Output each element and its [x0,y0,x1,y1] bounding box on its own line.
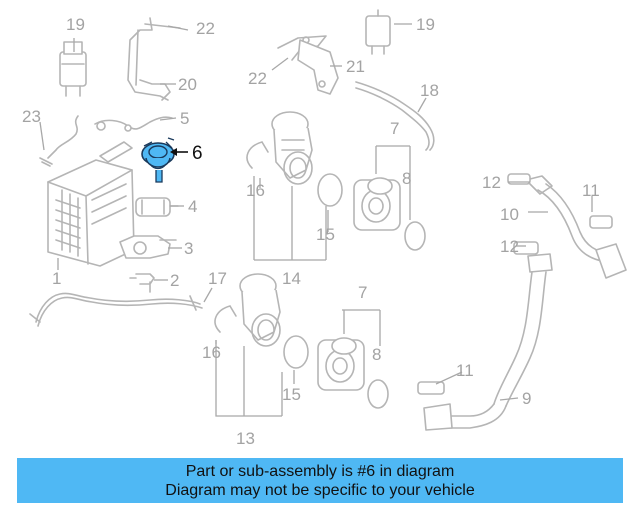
callout-11-lower: 11 [456,361,474,380]
part-23-sensor [39,115,79,167]
callout-23: 23 [22,107,41,126]
part-21-bracket [297,39,339,95]
callout-14: 14 [282,269,301,288]
part-1-canister [47,141,135,267]
part-16-upper [246,141,269,169]
callout-16-lower: 16 [202,343,221,362]
part-5-hose [94,116,173,132]
part-4-valve [135,197,179,217]
part-18-pipe [355,81,435,151]
callout-5: 5 [180,109,189,128]
callout-12-upper: 12 [482,173,501,192]
callout-1: 1 [52,269,61,288]
leader-lines [39,23,593,417]
callout-labels: 19 22 20 5 23 6 4 3 2 1 17 22 21 19 18 1… [22,15,600,448]
part-8-upper [404,221,426,251]
callout-6: 6 [192,143,203,164]
callout-9: 9 [522,389,531,408]
callout-16-upper: 16 [246,181,265,200]
callout-7-upper: 7 [390,119,399,138]
part-17-hose [29,292,203,327]
part-14-lower [239,273,281,347]
callout-22-middle: 22 [248,69,267,88]
callout-12-lower: 12 [500,237,519,256]
part-6-arrow [170,148,188,156]
callout-18: 18 [420,81,439,100]
part-6-highlighted [141,137,175,183]
part-15-lower [283,335,309,369]
part-info-banner: Part or sub-assembly is #6 in diagram Di… [17,458,623,503]
callout-19-left: 19 [66,15,85,34]
callout-17: 17 [208,269,227,288]
callout-4: 4 [188,197,197,216]
part-14-upper [271,111,313,185]
callout-7-lower: 7 [358,283,367,302]
part-8-lower [367,379,389,409]
callout-8-upper: 8 [402,169,411,188]
callout-2: 2 [170,271,179,290]
callout-3: 3 [184,239,193,258]
part-16-lower [214,305,237,333]
callout-21: 21 [346,57,365,76]
part-2-connector [129,273,155,293]
callout-10: 10 [500,205,519,224]
callout-19-right: 19 [416,15,435,34]
part-15-upper [317,173,343,207]
part-22-bracket [127,17,181,101]
callout-15-lower: 15 [282,385,301,404]
part-19-right [365,9,391,55]
banner-line-1: Part or sub-assembly is #6 in diagram [185,462,455,480]
part-3-valve [119,235,177,259]
callout-8-lower: 8 [372,345,381,364]
callout-20: 20 [178,75,197,94]
part-10-pipe [525,175,627,279]
callout-13: 13 [236,429,255,448]
part-7-lower [317,337,365,391]
banner-line-2: Diagram may not be specific to your vehi… [165,481,475,499]
callout-22-top: 22 [196,19,215,38]
part-19-left [59,41,87,97]
part-20-bracket [139,79,171,101]
callout-11-upper: 11 [582,181,600,200]
callout-15-upper: 15 [316,225,335,244]
part-7-upper [353,177,401,231]
